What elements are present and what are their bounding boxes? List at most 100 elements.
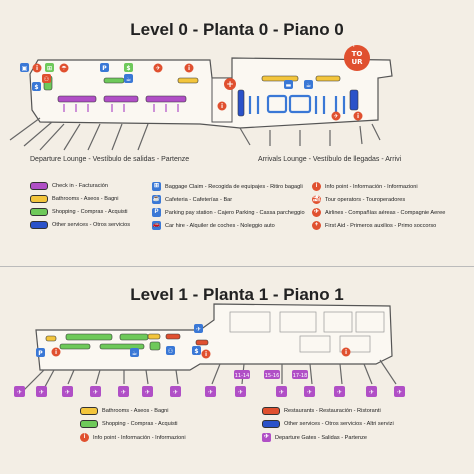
gate-plane-glyph: ✈ (397, 389, 402, 396)
legend-item: 🚗Car hire - Alquiler de coches - Noleggi… (152, 221, 275, 230)
legend-label: Cafeteria - Cafeterías - Bar (165, 196, 233, 203)
bathroom-l0-b (261, 75, 299, 82)
parking-icon (100, 63, 109, 72)
legend-label: Check in - Facturación (52, 183, 108, 189)
legend-icon: ✈ (312, 208, 321, 217)
legend-item: i Info point - Información - Informazioni (312, 182, 418, 191)
restaurant-l1 (165, 333, 181, 340)
gate-icon (334, 386, 345, 397)
legend-item: P Parking pay station - Cajero Parking - … (152, 208, 305, 217)
legend-label: Baggage Claim - Recogida de equipajes - … (165, 183, 303, 190)
svg-text:✈: ✈ (196, 326, 201, 333)
atm-icon (20, 63, 29, 72)
gate-plane-glyph: ✈ (173, 389, 178, 396)
gate-plane-glyph: ✈ (121, 389, 126, 396)
legend-icon: i (312, 182, 321, 191)
legend-swatch (80, 420, 98, 428)
legend-item: ⛱Tour operators - Touroperadores (312, 195, 405, 204)
tour-icon (59, 63, 69, 73)
legend-label: Shopping - Compras - Acquisti (102, 421, 178, 427)
svg-text:i: i (205, 351, 207, 358)
legend-swatch (30, 221, 48, 229)
legend-icon: i (80, 433, 89, 442)
legend-item: Other services - Otros servicios - Altri… (262, 420, 394, 428)
info-icon (32, 63, 42, 73)
gate-icon (366, 386, 377, 397)
legend-item: Bathrooms - Aseos - Bagni (80, 407, 169, 415)
svg-text:▣: ▣ (22, 65, 28, 72)
gate-plane-glyph: ✈ (238, 389, 243, 396)
svg-text:▬: ▬ (286, 82, 292, 89)
gate-plane-glyph: ✈ (17, 389, 22, 396)
svg-text:⚇: ⚇ (44, 76, 49, 83)
legend-swatch (262, 407, 280, 415)
legend-label: Airlines - Compañías aéreas - Compagnie … (325, 209, 446, 216)
gate-icon (90, 386, 101, 397)
level1-title: Level 1 - Planta 1 - Piano 1 (130, 285, 344, 304)
terminal-outline-l1 (35, 303, 393, 371)
legend-icon: ☕ (152, 195, 161, 204)
legend-item: Other services - Otros servicios (30, 221, 130, 229)
services-l0 (237, 89, 245, 117)
svg-text:⚇: ⚇ (168, 348, 173, 355)
legend-swatch (262, 420, 280, 428)
legend-swatch (80, 407, 98, 415)
legend-item: Check in - Facturación (30, 182, 108, 190)
svg-text:i: i (188, 65, 190, 72)
gate-plane-glyph: ✈ (369, 389, 374, 396)
gate-plane-glyph: ✈ (337, 389, 342, 396)
legend-label: Shopping - Compras - Acquisti (52, 209, 128, 215)
gate-tag-label: 11-14 (235, 373, 250, 379)
legend-icon: ⊞ (152, 182, 161, 191)
legend-item: Bathrooms - Aseos - Bagni (30, 195, 119, 203)
shop-area-l0 (103, 77, 125, 84)
gate-plane-glyph: ✈ (65, 389, 70, 396)
svg-text:$: $ (194, 348, 198, 355)
gate-tag (292, 370, 308, 379)
legend-icon: + (312, 221, 321, 230)
tour-badge-text-2: UR (351, 58, 363, 66)
legend-item: ✈Departure Gates - Salidas - Partenze (262, 433, 367, 442)
svg-text:$: $ (34, 84, 38, 91)
gate-icon (170, 386, 181, 397)
shop-area-l1-a (65, 333, 113, 341)
svg-text:☂: ☂ (61, 65, 67, 72)
legend-item: Restaurants - Restauración - Ristoranti (262, 407, 381, 415)
svg-text:$: $ (126, 65, 130, 72)
legend-icon: ⛱ (312, 195, 321, 204)
svg-text:i: i (357, 113, 359, 120)
legend-item: ⊞ Baggage Claim - Recogida de equipajes -… (152, 182, 303, 191)
gate-icon (276, 386, 287, 397)
shop-icon-2 (124, 63, 133, 72)
svg-text:i: i (55, 349, 57, 356)
legend-icon: P (152, 208, 161, 217)
legend-label: Other services - Otros servicios - Altri… (284, 421, 394, 427)
level-divider (0, 266, 474, 267)
shop-icon (45, 63, 54, 72)
tour-badge-icon (344, 45, 370, 71)
svg-text:☕: ☕ (132, 350, 137, 357)
gate-plane-glyph: ✈ (208, 389, 213, 396)
legend-label: Other services - Otros servicios (52, 222, 131, 228)
gate-plane-glyph: ✈ (279, 389, 284, 396)
legend-label: Info point - Información - Informazioni (325, 183, 418, 190)
legend-label: First Aid - Primeros auxilios - Primo so… (325, 222, 437, 229)
legend-item: ✈ Airlines - Compañías aéreas - Compagnie… (312, 208, 445, 217)
checkin-desk-a (57, 95, 97, 103)
legend-item: Shopping - Compras - Acquisti (80, 420, 178, 428)
svg-text:☕: ☕ (306, 82, 311, 89)
gate-icon (118, 386, 129, 397)
car-hire-icon (284, 80, 293, 89)
gate-icon (36, 386, 47, 397)
svg-text:✈: ✈ (333, 113, 338, 120)
legend-swatch (30, 182, 48, 190)
svg-text:i: i (353, 42, 355, 49)
svg-text:✈: ✈ (155, 65, 160, 72)
gate-icon (142, 386, 153, 397)
cafe-icon (124, 74, 133, 83)
gate-plane-glyph: ✈ (39, 389, 44, 396)
departure-lounge-label: Departure Lounge - Vestíbulo de salidas … (30, 156, 190, 163)
legend-label: Parking pay station - Cajero Parking - C… (165, 209, 305, 216)
